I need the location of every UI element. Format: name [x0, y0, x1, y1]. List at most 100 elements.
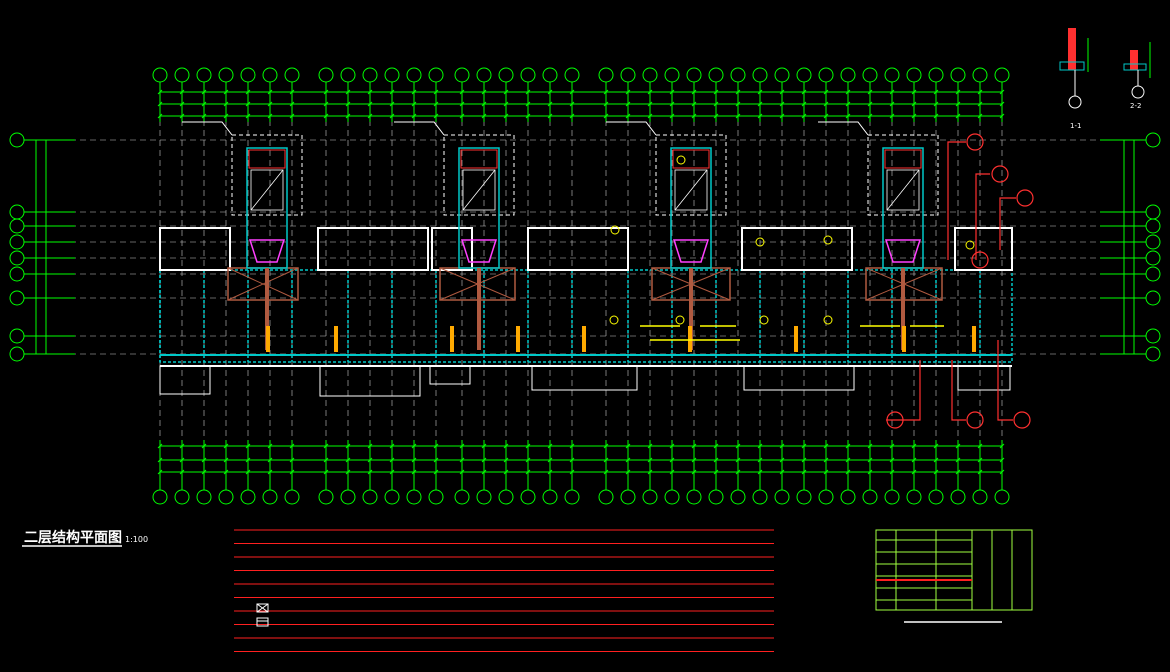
- dim-tick: [757, 457, 763, 463]
- axis-bubble: [1145, 218, 1161, 234]
- dim-tick: [525, 469, 531, 475]
- dim-tick: [481, 443, 487, 449]
- dim-tick: [547, 89, 553, 95]
- elevator-shaft: [462, 169, 496, 211]
- dim-tick: [389, 101, 395, 107]
- shaft-diagonal: [674, 169, 708, 211]
- axis-bubble: [1145, 266, 1161, 282]
- dim-tick: [323, 113, 329, 119]
- dim-tick: [201, 89, 207, 95]
- detail-leader: [951, 360, 966, 421]
- dim-tick: [779, 469, 785, 475]
- dim-tick: [323, 443, 329, 449]
- dim-tick: [823, 457, 829, 463]
- yellow-circle-marker: [609, 315, 619, 325]
- section-2-bubble: [1131, 85, 1145, 99]
- dim-tick: [289, 113, 295, 119]
- axis-bubble: [9, 346, 25, 362]
- column-marker: [266, 326, 270, 352]
- yellow-circle-marker: [823, 235, 833, 245]
- dim-tick: [647, 101, 653, 107]
- axis-bubble: [840, 67, 856, 83]
- dim-tick: [999, 457, 1005, 463]
- dim-tick: [201, 457, 207, 463]
- dim-tick: [289, 101, 295, 107]
- dim-tick: [889, 469, 895, 475]
- dim-tick: [735, 443, 741, 449]
- dim-tick: [669, 457, 675, 463]
- axis-bubble: [884, 489, 900, 505]
- section-1-bubble: [1068, 95, 1082, 109]
- column-marker: [972, 326, 976, 352]
- axis-bubble: [774, 67, 790, 83]
- dim-tick: [157, 443, 163, 449]
- dim-tick: [603, 443, 609, 449]
- dim-tick: [867, 469, 873, 475]
- axis-bubble: [598, 67, 614, 83]
- dim-tick: [845, 113, 851, 119]
- axis-bubble: [686, 67, 702, 83]
- dim-tick: [201, 443, 207, 449]
- dim-tick: [823, 101, 829, 107]
- boxed-x-legend-icon: [256, 603, 269, 613]
- axis-bubble: [730, 489, 746, 505]
- dim-tick: [459, 457, 465, 463]
- dim-tick: [481, 113, 487, 119]
- dim-tick: [411, 443, 417, 449]
- core-callout-box: [443, 134, 515, 216]
- balcony-outline: [531, 365, 638, 391]
- dim-tick: [977, 457, 983, 463]
- dim-tick: [201, 113, 207, 119]
- floor-plan-structure: [159, 147, 1013, 397]
- core-callout-box: [867, 134, 939, 216]
- yellow-circle-marker: [610, 225, 620, 235]
- dim-tick: [691, 101, 697, 107]
- balcony-outline: [957, 365, 1011, 391]
- callout-leader: [394, 121, 445, 136]
- dim-tick: [411, 89, 417, 95]
- dim-tick: [245, 113, 251, 119]
- dim-tick: [547, 469, 553, 475]
- axis-bubble: [906, 489, 922, 505]
- axis-bubble: [498, 67, 514, 83]
- dim-tick: [625, 101, 631, 107]
- axis-bubble: [218, 489, 234, 505]
- dim-tick: [569, 89, 575, 95]
- box-legend-icon: [256, 617, 269, 627]
- dim-tick: [433, 113, 439, 119]
- dim-tick: [999, 101, 1005, 107]
- axis-bubble: [752, 489, 768, 505]
- axis-bubble: [454, 489, 470, 505]
- axis-bubble: [240, 67, 256, 83]
- dim-tick: [669, 101, 675, 107]
- section-detail-markers: [886, 133, 1034, 429]
- dashed-vertical-grid: [159, 90, 1003, 470]
- dim-tick: [411, 113, 417, 119]
- axis-bubble: [620, 67, 636, 83]
- dim-tick: [669, 443, 675, 449]
- elevator-shaft: [886, 169, 920, 211]
- detail-bubble: [991, 165, 1009, 183]
- yellow-circle-marker: [965, 240, 975, 250]
- core-callout-boxes: [182, 121, 939, 216]
- axis-bubble: [174, 67, 190, 83]
- dim-tick: [481, 101, 487, 107]
- column-marker: [902, 326, 906, 352]
- dim-tick: [691, 113, 697, 119]
- core-callout-box: [655, 134, 727, 216]
- dim-tick: [779, 113, 785, 119]
- dim-tick: [433, 469, 439, 475]
- dim-tick: [267, 89, 273, 95]
- dim-tick: [245, 443, 251, 449]
- axis-bubble: [818, 489, 834, 505]
- detail-bubble: [971, 251, 989, 269]
- axis-bubble: [9, 234, 25, 250]
- dim-tick: [625, 469, 631, 475]
- axis-bubble: [708, 489, 724, 505]
- axis-bubble: [620, 489, 636, 505]
- dim-tick: [323, 469, 329, 475]
- section-1-wall: [1068, 28, 1076, 70]
- axis-bubble: [928, 489, 944, 505]
- dim-tick: [757, 101, 763, 107]
- dim-tick: [977, 101, 983, 107]
